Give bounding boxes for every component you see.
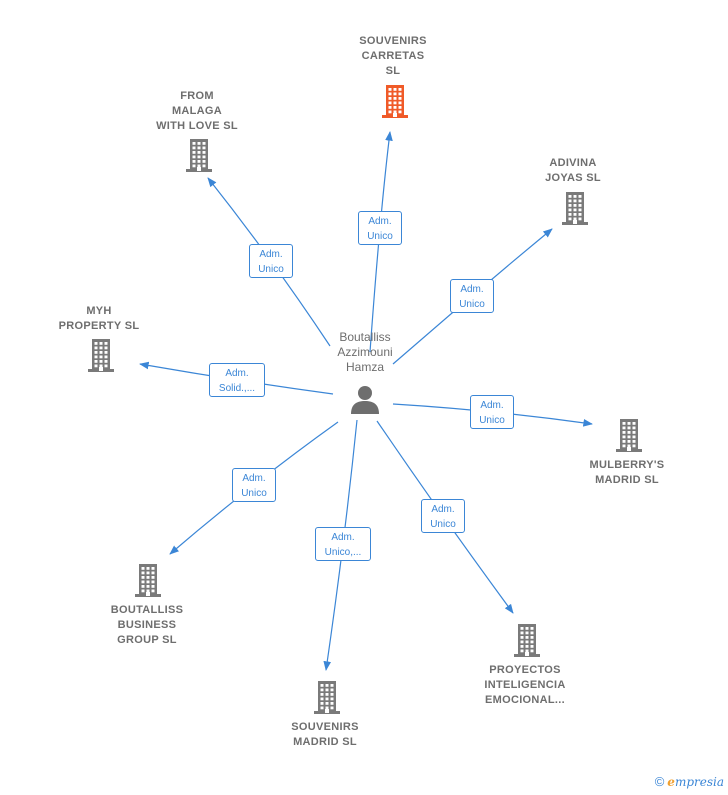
company-label-myh-property[interactable]: MYH PROPERTY SL [58,305,140,332]
company-label-souvenirs-madrid[interactable]: SOUVENIRS MADRID SL [291,721,359,748]
company-label-mulberrys-madrid[interactable]: MULBERRY'S MADRID SL [589,459,665,486]
relation-label-from-malaga[interactable]: Adm. Unico [249,244,293,278]
relation-label-myh-property[interactable]: Adm. Solid.,... [209,363,265,397]
person-name-label: Boutalliss Azzimouni Hamza [337,330,393,374]
relation-label-adivina-joyas[interactable]: Adm. Unico [450,279,494,313]
footer-brand: ©empresia [655,774,724,789]
company-label-boutalliss-business[interactable]: BOUTALLISS BUSINESS GROUP SL [110,604,184,646]
company-label-proyectos-inteligencia[interactable]: PROYECTOS INTELIGENCIA EMOCIONAL... [484,664,566,706]
relation-label-proyectos-inteligencia[interactable]: Adm. Unico [421,499,465,533]
building-icon[interactable] [559,190,591,231]
relation-label-boutalliss-business[interactable]: Adm. Unico [232,468,276,502]
relation-label-souvenirs-carretas[interactable]: Adm. Unico [358,211,402,245]
building-icon[interactable] [613,417,645,458]
building-icon[interactable] [311,679,343,720]
brand-logo[interactable]: empresia [667,775,724,789]
company-label-souvenirs-carretas[interactable]: SOUVENIRS CARRETAS SL [359,35,427,77]
copyright-symbol: © [654,774,665,789]
building-icon[interactable] [511,622,543,663]
person-icon[interactable] [349,384,381,416]
company-label-adivina-joyas[interactable]: ADIVINA JOYAS SL [545,157,601,184]
building-icon[interactable] [132,562,164,603]
building-icon[interactable] [85,337,117,378]
building-icon[interactable] [183,137,215,178]
company-label-from-malaga[interactable]: FROM MALAGA WITH LOVE SL [156,90,238,132]
relation-label-souvenirs-madrid[interactable]: Adm. Unico,... [315,527,371,561]
relation-label-mulberrys-madrid[interactable]: Adm. Unico [470,395,514,429]
building-icon[interactable] [379,83,411,124]
